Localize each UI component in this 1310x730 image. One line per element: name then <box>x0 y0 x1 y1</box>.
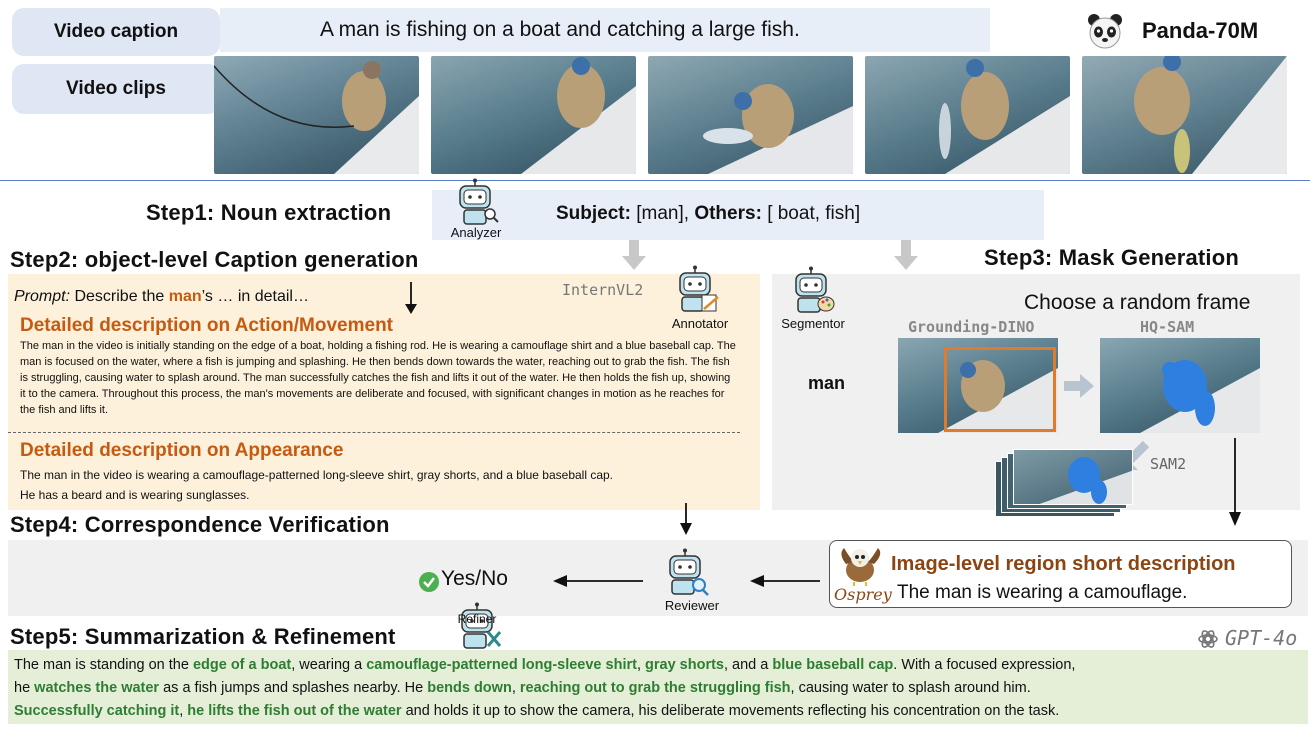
video-frame-4 <box>865 56 1070 174</box>
summary-text: he <box>14 680 35 696</box>
dashed-divider <box>8 432 740 433</box>
summary-highlight: bends down <box>427 680 512 696</box>
gpt-4o-label: GPT-4o <box>1225 626 1298 650</box>
grey-arrow-down-right <box>894 240 918 275</box>
summary-text: as a fish jumps and splashes nearby. He <box>159 680 428 696</box>
section-divider <box>0 180 1310 181</box>
region-heading: Image-level region short description <box>891 553 1236 575</box>
choose-frame-text: Choose a random frame <box>1024 291 1251 314</box>
step3-down-arrow <box>1228 438 1242 531</box>
summary-panel <box>8 650 1308 724</box>
subject-value: [man], <box>636 203 690 224</box>
summary-highlight: he lifts the fish out of the water <box>187 703 402 719</box>
hq-sam-image <box>1100 338 1260 433</box>
grounding-dino-label: Grounding-DINO <box>908 318 1035 336</box>
video-clips-pill: Video clips <box>12 64 220 114</box>
prompt-arrow <box>404 282 418 319</box>
segmentor-robot-icon <box>790 266 835 313</box>
prompt-line: Prompt: Describe the man’s … in detail… <box>14 288 309 306</box>
summary-highlight: blue baseball cap <box>772 657 894 673</box>
action-heading: Detailed description on Action/Movement <box>20 315 394 336</box>
prompt-label: Prompt: <box>14 288 71 305</box>
video-frame-1 <box>214 56 419 174</box>
subject-key: Subject: <box>556 203 631 224</box>
grey-arrow-down-left <box>622 240 646 275</box>
summary-text: The man is standing on the <box>14 657 193 673</box>
summary-text: , <box>179 703 188 719</box>
arrow-to-reviewer <box>750 573 820 594</box>
analyzer-robot-icon <box>454 178 499 225</box>
annotator-label: Annotator <box>671 316 729 331</box>
action-text: The man in the video is initially standi… <box>20 340 736 416</box>
yes-no-text: Yes/No <box>441 567 508 590</box>
noun-bar <box>432 190 1044 240</box>
step2-title: Step2: object-level Caption generation <box>10 247 419 272</box>
region-description-box <box>829 540 1292 608</box>
summary-text: , causing water to splash around him. <box>790 680 1031 696</box>
prompt-object: man <box>168 288 202 305</box>
segmentor-label: Segmentor <box>781 316 845 331</box>
summary-text: , wearing a <box>291 657 367 673</box>
video-frame-2 <box>431 56 636 174</box>
video-frame-3 <box>648 56 853 174</box>
step5-title: Step5: Summarization & Refinement <box>10 624 396 649</box>
panda-icon <box>1086 12 1124 50</box>
analyzer-label: Analyzer <box>450 225 502 240</box>
summary-highlight: gray shorts <box>645 657 724 673</box>
summary-highlight: watches the water <box>34 680 160 696</box>
video-caption-pill: Video caption <box>12 8 220 56</box>
grounding-dino-image <box>898 338 1058 433</box>
summary-text: , and a <box>724 657 773 673</box>
osprey-label: Osprey <box>834 585 892 604</box>
refiner-label: Refiner <box>457 612 497 626</box>
reviewer-robot-icon <box>664 548 709 596</box>
summary-highlight: Successfully catching it <box>14 703 180 719</box>
refiner-robot-icon <box>456 602 502 649</box>
summary-text: and holds it up to show the camera, his … <box>401 703 1060 719</box>
summary-text: . With a focused expression, <box>893 657 1076 673</box>
prompt-pre: Describe the <box>74 288 165 305</box>
osprey-bird-icon <box>838 544 884 591</box>
summary-line-1: The man is standing on the edge of a boa… <box>14 654 1075 676</box>
step3-title: Step3: Mask Generation <box>984 245 1240 270</box>
step2-down-arrow <box>679 503 693 540</box>
openai-logo-icon <box>1197 628 1219 655</box>
summary-highlight: edge of a boat <box>192 657 292 673</box>
dataset-name: Panda-70M <box>1142 18 1259 43</box>
arrow-to-result <box>553 573 643 594</box>
appearance-heading: Detailed description on Appearance <box>20 440 344 461</box>
summary-text: , <box>511 680 520 696</box>
sam2-label: SAM2 <box>1150 455 1187 473</box>
others-key: Others: <box>694 203 762 224</box>
grey-arrow-right <box>1064 374 1094 403</box>
summary-line-2: he watches the water as a fish jumps and… <box>14 677 1031 699</box>
appearance-text-line1: The man in the video is wearing a camouf… <box>20 468 614 482</box>
step2-panel <box>8 274 760 510</box>
internvl-label: InternVL2 <box>562 281 644 299</box>
summary-line-3: Successfully catching it, he lifts the f… <box>14 700 1059 722</box>
video-frame-5 <box>1082 56 1287 174</box>
object-label: man <box>808 373 846 393</box>
others-value: [ boat, fish] <box>767 203 861 224</box>
hq-sam-label: HQ-SAM <box>1140 318 1195 336</box>
appearance-text-line2: He has a beard and is wearing sunglasses… <box>20 488 250 502</box>
annotator-robot-icon <box>674 265 719 312</box>
detection-box <box>944 347 1056 432</box>
check-icon <box>418 571 440 598</box>
summary-highlight: reaching out to grab the struggling fish <box>519 680 791 696</box>
sam2-frame-stack <box>995 445 1135 517</box>
step4-title: Step4: Correspondence Verification <box>10 512 390 537</box>
caption-bar <box>220 8 990 52</box>
summary-text: , <box>636 657 646 673</box>
prompt-post: ’s … in detail… <box>201 288 309 305</box>
summary-highlight: camouflage-patterned long-sleeve shirt <box>366 657 637 673</box>
noun-extraction-result: Subject: [man], Others: [ boat, fish] <box>556 203 860 225</box>
reviewer-label: Reviewer <box>664 598 720 613</box>
caption-text: A man is fishing on a boat and catching … <box>320 18 800 41</box>
region-text: The man is wearing a camouflage. <box>897 582 1188 603</box>
step1-title: Step1: Noun extraction <box>146 200 392 225</box>
